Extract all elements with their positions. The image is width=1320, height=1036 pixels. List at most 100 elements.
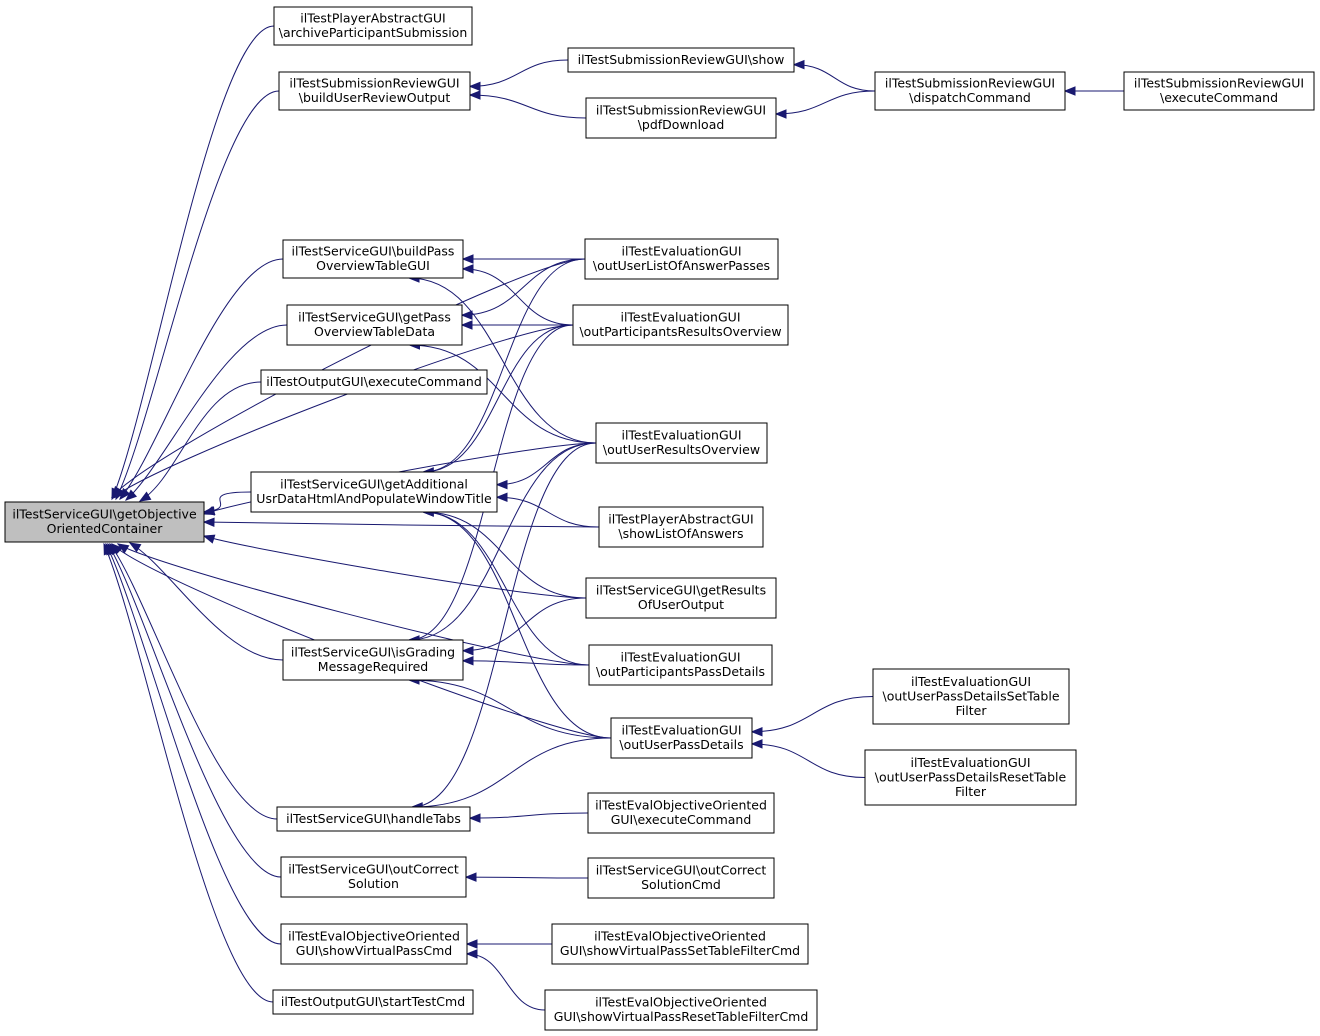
edge-output-exec-to-root (139, 381, 262, 502)
node-box (567, 47, 795, 73)
node-archive[interactable]: ilTestPlayerAbstractGUI\archiveParticipa… (273, 6, 473, 46)
node-box (544, 989, 818, 1031)
edge-out-part-results-to-root (112, 324, 574, 499)
node-label: GUI\showVirtualPassCmd (296, 943, 452, 958)
node-label: ilTestServiceGUI\getResults (596, 583, 766, 598)
edge-out-part-pass-to-is-grading (462, 660, 590, 666)
node-label: ilTestServiceGUI\handleTabs (286, 811, 461, 826)
node-label: ilTestEvaluationGUI (620, 310, 740, 325)
node-label: Filter (956, 703, 988, 718)
node-box (280, 923, 468, 965)
node-label: \outUserPassDetailsSetTable (882, 688, 1059, 703)
node-out-part-results[interactable]: ilTestEvaluationGUI\outParticipantsResul… (572, 304, 789, 346)
node-build-user-review[interactable]: ilTestSubmissionReviewGUI\buildUserRevie… (278, 71, 471, 111)
node-handle-tabs[interactable]: ilTestServiceGUI\handleTabs (276, 806, 471, 832)
arrowhead-dispatch-to-pdf-download (774, 109, 787, 119)
node-label: \outUserPassDetailsResetTable (875, 769, 1067, 784)
node-label: OverviewTableData (314, 324, 435, 339)
node-pass-reset-filter[interactable]: ilTestEvaluationGUI\outUserPassDetailsRe… (864, 749, 1077, 806)
arrowhead-show-list-to-root (202, 517, 215, 527)
node-is-grading[interactable]: ilTestServiceGUI\isGradingMessageRequire… (282, 639, 464, 681)
node-label: \outParticipantsPassDetails (596, 664, 765, 679)
edge-show-list-to-get-additional (496, 496, 600, 528)
node-box (874, 71, 1066, 111)
edge-out-user-pass-to-is-grading (408, 679, 612, 739)
node-label: GUI\executeCommand (611, 812, 752, 827)
edge-get-pass-to-root (125, 324, 288, 501)
node-output-exec[interactable]: ilTestOutputGUI\executeCommand (260, 369, 488, 395)
arrowhead-out-part-results-to-root (111, 487, 125, 499)
node-label: MessageRequired (318, 659, 428, 674)
node-sr-execute[interactable]: ilTestSubmissionReviewGUI\executeCommand (1123, 71, 1315, 111)
node-show[interactable]: ilTestSubmissionReviewGUI\show (567, 47, 795, 73)
arrowhead-show-to-build-user-review (468, 81, 481, 92)
arrowhead-out-user-results-to-get-additional (495, 479, 508, 490)
node-label: ilTestServiceGUI\outCorrect (596, 863, 767, 878)
node-label: ilTestOutputGUI\startTestCmd (281, 994, 465, 1009)
node-out-user-list[interactable]: ilTestEvaluationGUI\outUserListOfAnswerP… (584, 238, 779, 280)
edge-out-part-results-to-get-additional (423, 324, 574, 473)
edge-out-user-results-to-is-grading (408, 442, 597, 641)
node-out-user-results[interactable]: ilTestEvaluationGUI\outUserResultsOvervi… (595, 422, 768, 464)
arrowhead-eval-exec-to-handle-tabs (468, 813, 481, 823)
arrowhead-show-list-to-get-additional (495, 492, 508, 502)
arrowhead-get-pass-to-root (124, 489, 138, 501)
node-label: ilTestEvalObjectiveOriented (595, 798, 767, 813)
edge-out-user-list-to-get-pass (461, 258, 586, 316)
node-show-virtual-reset[interactable]: ilTestEvalObjectiveOrientedGUI\showVirtu… (544, 989, 818, 1031)
edge-out-user-results-to-get-additional (496, 442, 597, 486)
node-out-user-pass[interactable]: ilTestEvaluationGUI\outUserPassDetails (610, 717, 753, 759)
node-pass-set-filter[interactable]: ilTestEvaluationGUI\outUserPassDetailsSe… (872, 668, 1070, 725)
arrowhead-out-correct-cmd-to-out-correct (464, 872, 477, 882)
arrowhead-start-test-to-root (103, 542, 113, 556)
node-label: ilTestPlayerAbstractGUI (300, 11, 445, 26)
node-pdf-download[interactable]: ilTestSubmissionReviewGUI\pdfDownload (585, 97, 777, 139)
node-label: OfUserOutput (638, 597, 724, 612)
edge-out-part-pass-to-root (117, 543, 590, 666)
arrowhead-out-part-results-to-build-pass (461, 264, 474, 274)
node-label: ilTestServiceGUI\getPass (298, 310, 451, 325)
edge-out-part-results-to-build-pass (462, 268, 574, 326)
node-box (588, 644, 773, 686)
node-eval-exec[interactable]: ilTestEvalObjectiveOrientedGUI\executeCo… (587, 792, 775, 834)
node-show-virtual[interactable]: ilTestEvalObjectiveOrientedGUI\showVirtu… (280, 923, 468, 965)
arrowhead-show-virtual-reset-to-show-virtual (465, 949, 478, 959)
node-label: ilTestSubmissionReviewGUI (596, 103, 766, 118)
node-label: ilTestPlayerAbstractGUI (608, 512, 753, 527)
node-label: ilTestEvaluationGUI (911, 674, 1031, 689)
node-label: ilTestEvaluationGUI (910, 755, 1030, 770)
node-label: \buildUserReviewOutput (299, 90, 451, 105)
edge-show-list-to-root (203, 521, 600, 528)
node-box (598, 506, 764, 548)
node-label: ilTestServiceGUI\outCorrect (288, 862, 459, 877)
node-get-additional[interactable]: ilTestServiceGUI\getAdditionalUsrDataHtm… (250, 471, 498, 513)
node-label: \archiveParticipantSubmission (279, 25, 468, 40)
node-label: \outUserListOfAnswerPasses (593, 258, 770, 273)
node-box (280, 856, 467, 898)
node-label: ilTestOutputGUI\executeCommand (266, 374, 482, 389)
node-get-pass[interactable]: ilTestServiceGUI\getPassOverviewTableDat… (286, 304, 463, 346)
node-build-pass[interactable]: ilTestServiceGUI\buildPassOverviewTableG… (282, 239, 464, 279)
node-root[interactable]: ilTestServiceGUI\getObjectiveOrientedCon… (4, 501, 205, 543)
edge-out-correct-to-root (107, 543, 282, 878)
node-show-virtual-set[interactable]: ilTestEvalObjectiveOrientedGUI\showVirtu… (551, 923, 809, 965)
edge-dispatch-to-show (793, 64, 876, 92)
edge-build-user-review-to-root (115, 90, 280, 500)
node-out-part-pass[interactable]: ilTestEvaluationGUI\outParticipantsPassD… (588, 644, 773, 686)
edge-show-to-build-user-review (469, 59, 569, 87)
node-box (585, 577, 777, 619)
node-box (610, 717, 753, 759)
node-box (1123, 71, 1315, 111)
node-dispatch[interactable]: ilTestSubmissionReviewGUI\dispatchComman… (874, 71, 1066, 111)
node-show-list[interactable]: ilTestPlayerAbstractGUI\showListOfAnswer… (598, 506, 764, 548)
node-box (282, 239, 464, 279)
edge-out-user-results-to-build-pass (408, 277, 597, 444)
edge-pass-reset-filter-to-out-user-pass (751, 743, 866, 778)
node-label: SolutionCmd (641, 877, 721, 892)
edge-dispatch-to-pdf-download (775, 90, 876, 115)
node-box (260, 369, 488, 395)
node-start-test[interactable]: ilTestOutputGUI\startTestCmd (272, 989, 474, 1015)
